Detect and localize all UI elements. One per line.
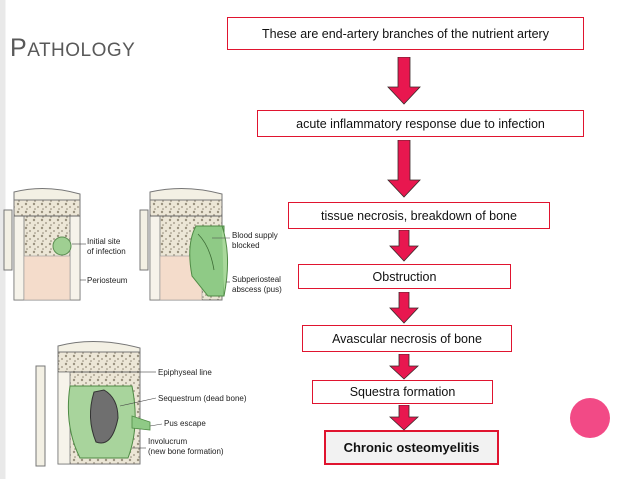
flow-text-3: tissue necrosis, breakdown of bone (321, 208, 517, 223)
label-new-bone: (new bone formation) (148, 447, 224, 456)
label-subperiosteal: Subperiosteal (232, 275, 281, 284)
osteomyelitis-illustration: Initial site of infection Periosteum Blo… (3, 187, 282, 467)
flow-box-final: Chronic osteomyelitis (324, 430, 499, 465)
slide-title-initial: P (10, 34, 28, 62)
bone-panel-chronic: Epiphyseal line Sequestrum (dead bone) P… (35, 341, 247, 467)
down-arrow-2 (387, 140, 421, 198)
left-edge-bar (0, 0, 5, 479)
label-sequestrum: Sequestrum (dead bone) (158, 394, 247, 403)
flow-text-2: acute inflammatory response due to infec… (296, 116, 545, 131)
flow-text-final: Chronic osteomyelitis (343, 440, 480, 455)
down-arrow-6 (389, 405, 419, 431)
label-blood-supply: Blood supply (232, 231, 278, 240)
down-arrow-1 (387, 57, 421, 105)
slide-title-rest: ATHOLOGY (27, 40, 136, 61)
flow-text-4: Obstruction (372, 269, 437, 284)
flow-box-5: Avascular necrosis of bone (302, 325, 512, 352)
label-periosteum: Periosteum (87, 276, 128, 285)
flow-box-4: Obstruction (298, 264, 511, 289)
bone-panel-initial-infection (3, 187, 86, 301)
down-arrow-5 (389, 354, 419, 380)
flow-box-3: tissue necrosis, breakdown of bone (288, 202, 550, 229)
flow-box-2: acute inflammatory response due to infec… (257, 110, 584, 137)
bone-panel-blood-blocked (139, 187, 230, 301)
flow-text-1: These are end-artery branches of the nut… (262, 26, 549, 41)
down-arrow-3 (389, 230, 419, 262)
flow-box-6: Squestra formation (312, 380, 493, 404)
label-of-infection: of infection (87, 247, 126, 256)
slide-title: PATHOLOGY (10, 34, 135, 63)
label-abscess-pus: abscess (pus) (232, 285, 282, 294)
flow-box-1: These are end-artery branches of the nut… (227, 17, 584, 50)
label-pus-escape: Pus escape (164, 419, 206, 428)
label-blocked: blocked (232, 241, 260, 250)
flow-text-5: Avascular necrosis of bone (332, 331, 482, 346)
label-initial-site: Initial site (87, 237, 121, 246)
flow-text-6: Squestra formation (349, 385, 456, 399)
label-involucrum: Involucrum (148, 437, 187, 446)
decorative-circle (570, 398, 610, 438)
label-epiphyseal-line: Epiphyseal line (158, 368, 212, 377)
down-arrow-4 (389, 292, 419, 324)
